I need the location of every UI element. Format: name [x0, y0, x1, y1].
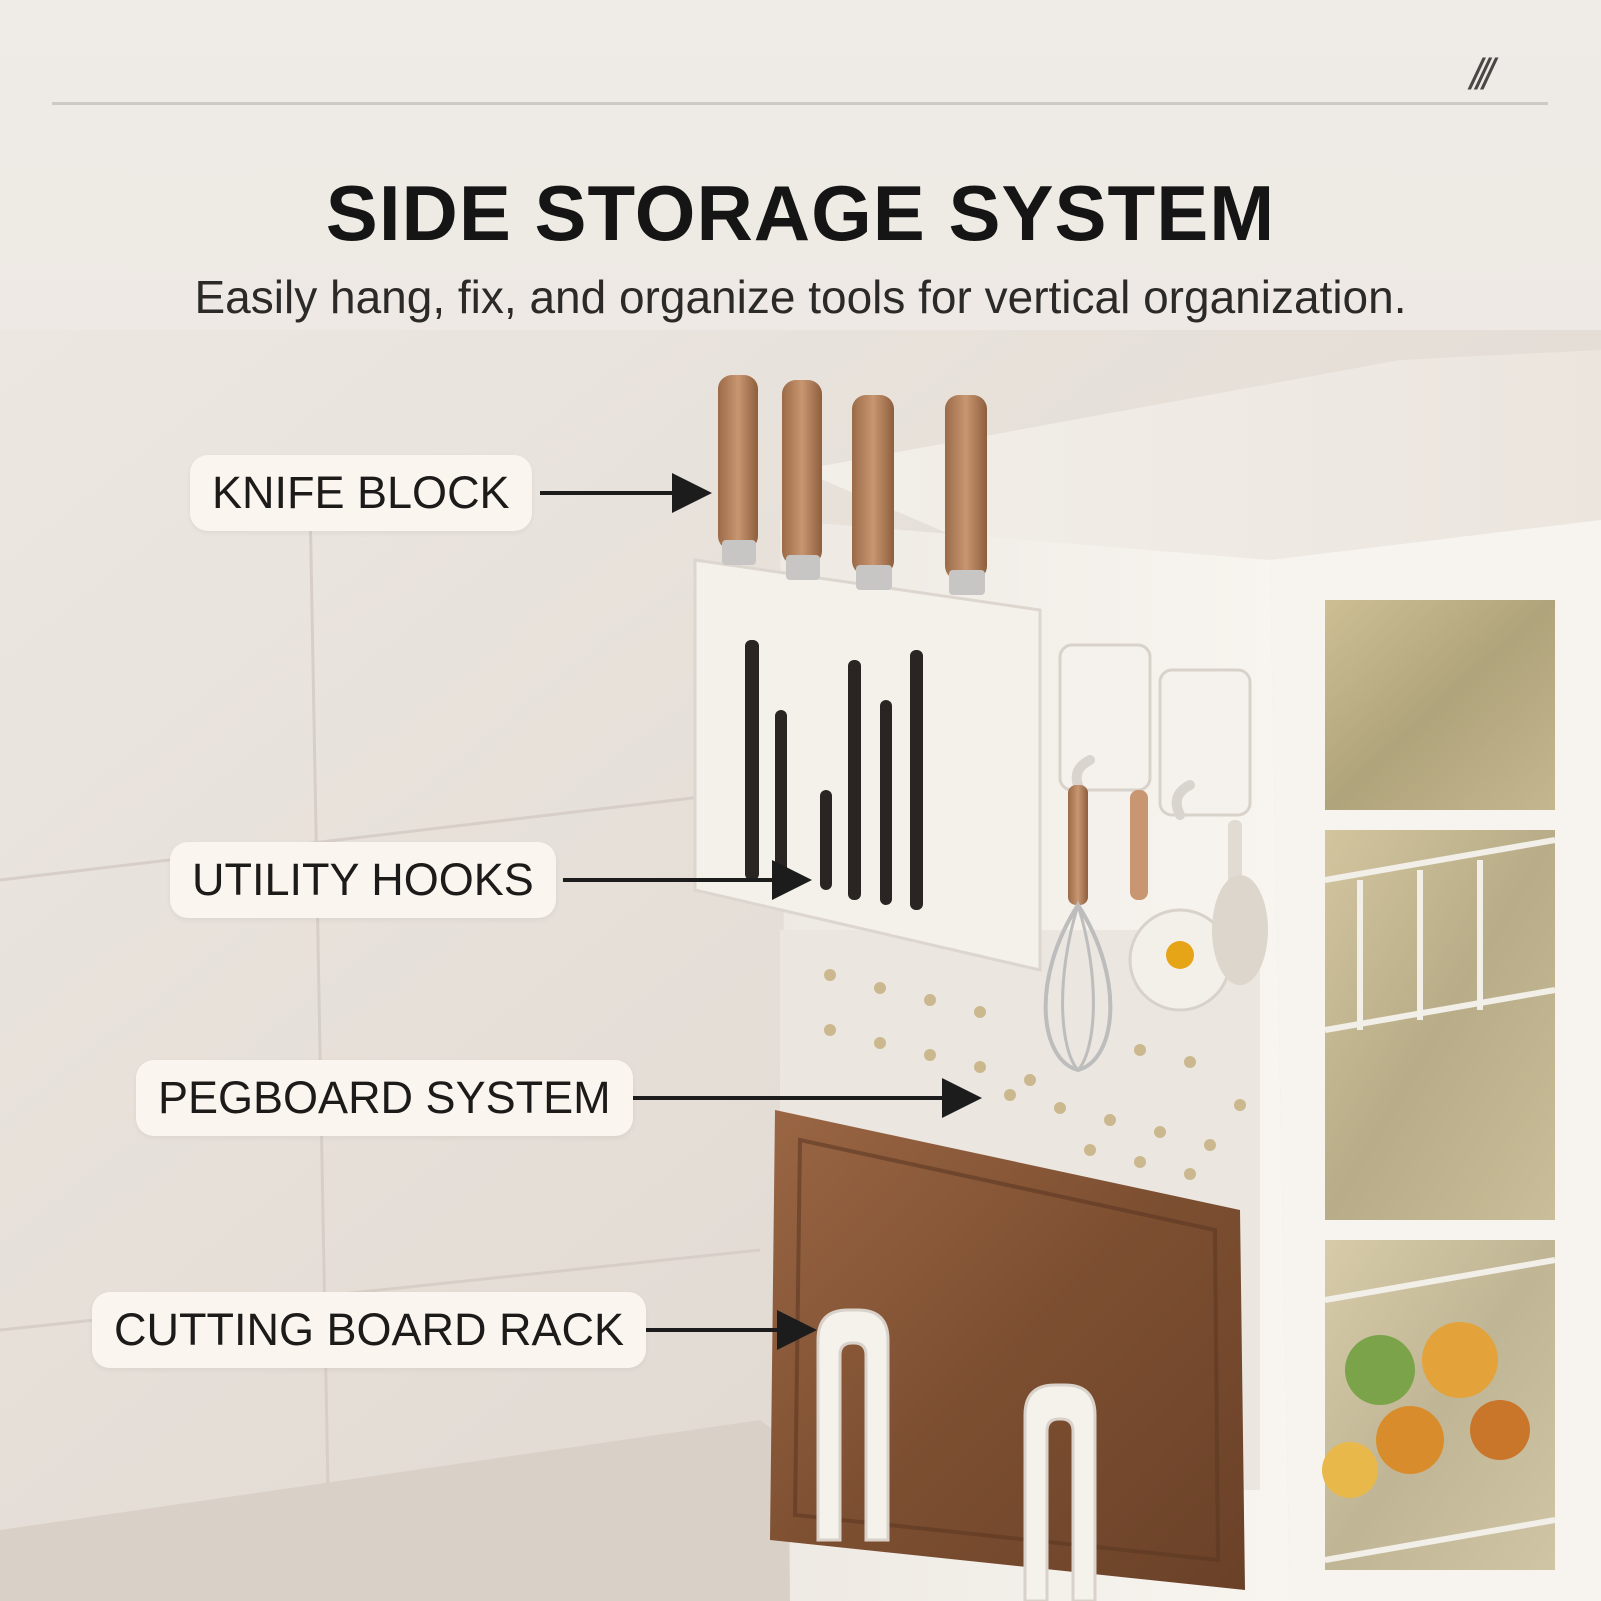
corner-slashes: ///: [1470, 50, 1495, 99]
page-title: SIDE STORAGE SYSTEM: [325, 169, 1276, 257]
callout-cutting-board-rack: CUTTING BOARD RACK: [92, 1292, 647, 1368]
top-divider: [52, 102, 1548, 105]
cabinet-top: [800, 350, 1601, 560]
pegboard-holes: [824, 969, 1246, 1180]
callout-knife-block: KNIFE BLOCK: [190, 455, 532, 531]
floor: [0, 1420, 1000, 1601]
cutting-board-rack: [816, 1308, 1097, 1601]
callout-arrows: [540, 473, 982, 1350]
glass-drawers: [1322, 600, 1556, 1570]
page-subtitle: Easily hang, fix, and organize tools for…: [194, 271, 1407, 323]
utility-hooks: [1043, 643, 1268, 1073]
callout-utility-hooks: UTILITY HOOKS: [170, 842, 556, 918]
callout-pegboard-system: PEGBOARD SYSTEM: [136, 1060, 633, 1136]
knife-handles: [718, 375, 987, 595]
